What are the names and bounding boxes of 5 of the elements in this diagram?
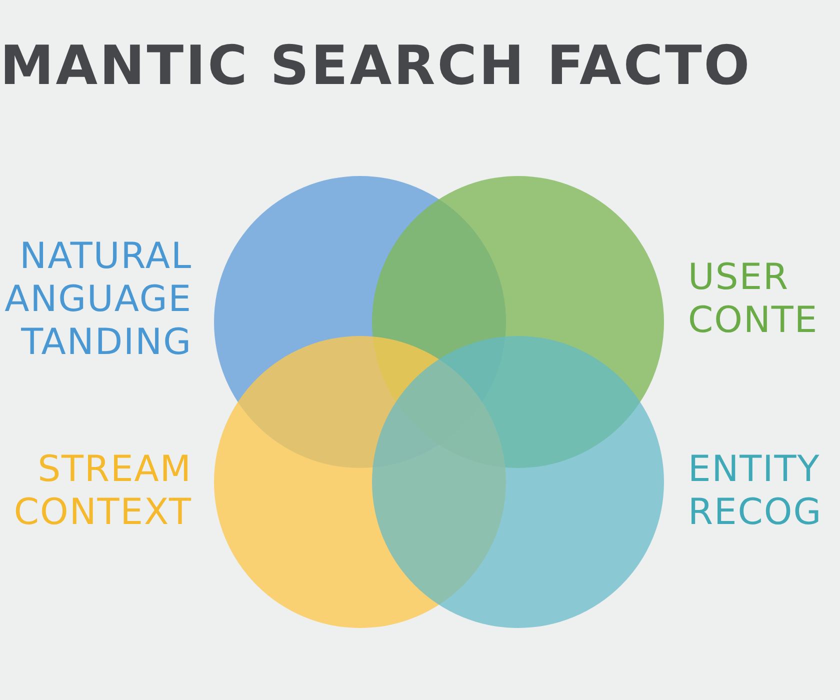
- circle-label: USER CONTE: [688, 256, 818, 342]
- title: MANTIC SEARCH FACTO: [0, 34, 752, 97]
- circle-label: STREAM CONTEXT: [14, 448, 192, 534]
- circle-label: ENTITY RECOG: [688, 448, 822, 534]
- circle-label: NATURAL ANGUAGE TANDING: [4, 235, 192, 364]
